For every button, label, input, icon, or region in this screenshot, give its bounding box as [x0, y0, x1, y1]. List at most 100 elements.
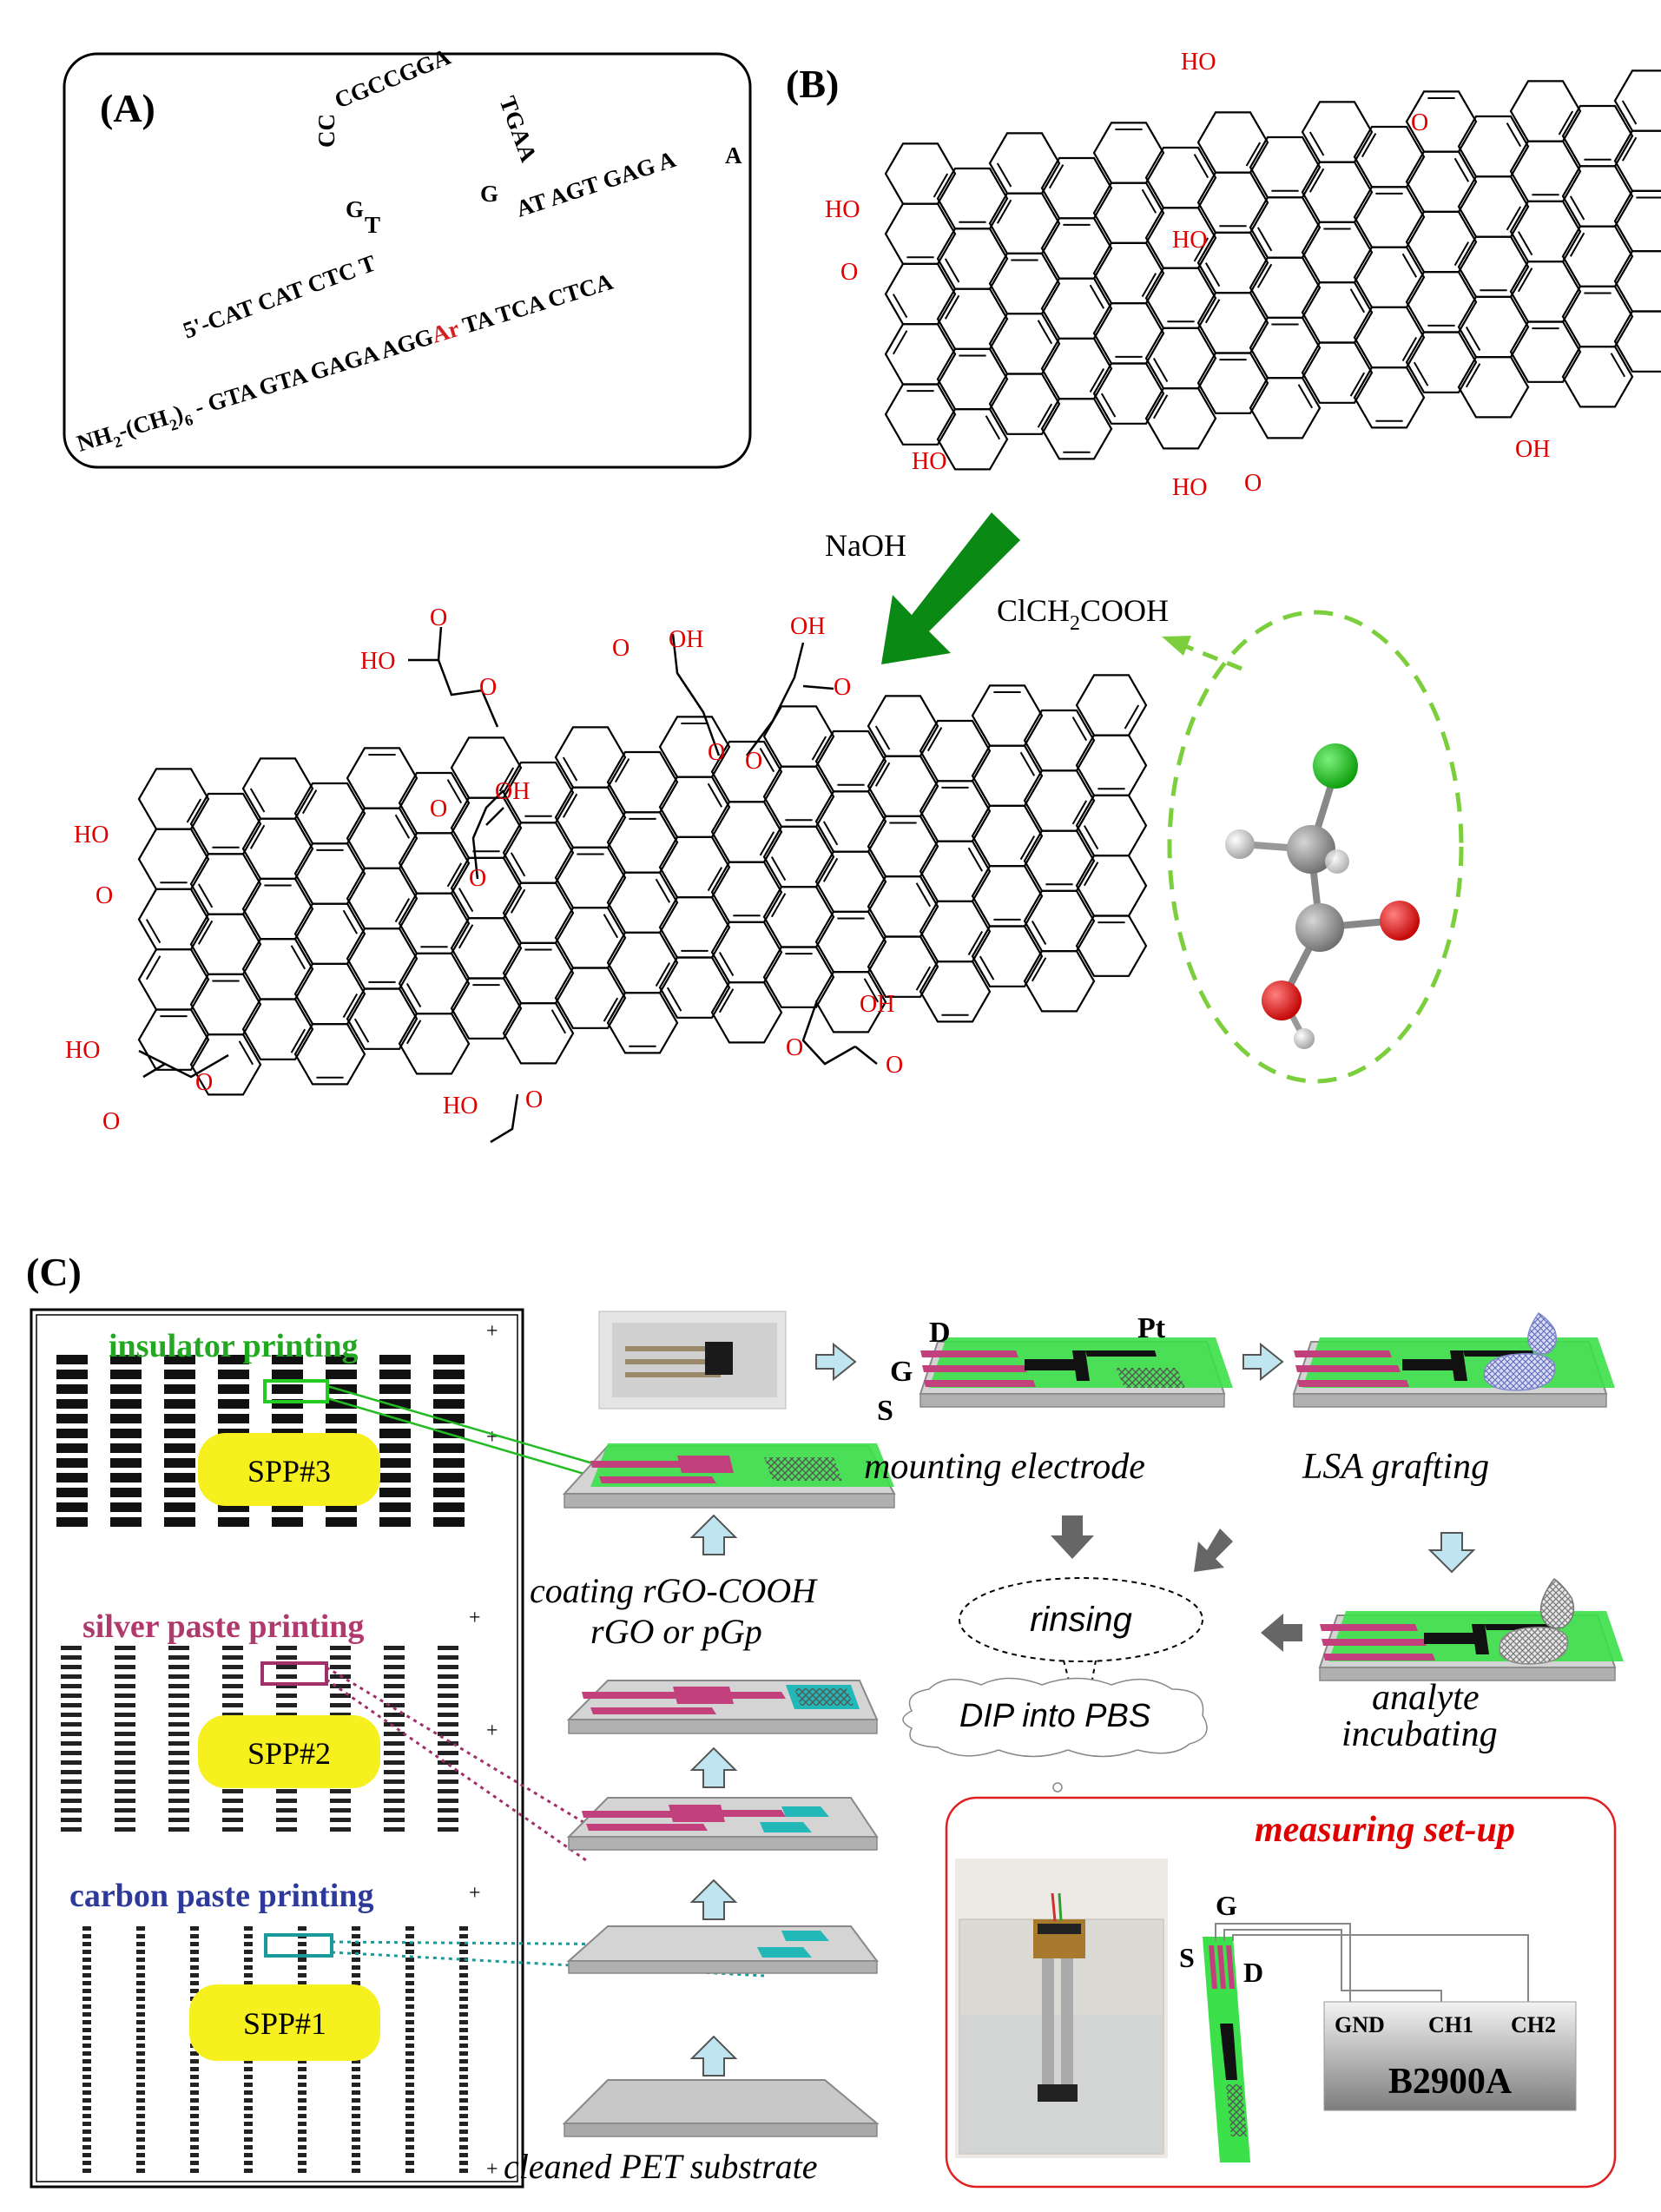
silver-cell [276, 1703, 297, 1707]
insulator-cell [218, 1370, 249, 1379]
carbon-cell [459, 2083, 468, 2087]
silver-cell [384, 1760, 405, 1765]
hex-ring [502, 941, 575, 1005]
carbon-cell [82, 2114, 91, 2118]
carbon-cell [244, 1965, 253, 1970]
carbon-cell [136, 2169, 145, 2173]
carbon-cell [82, 2020, 91, 2024]
carbon-cell [136, 1950, 145, 1954]
carbon-cell [190, 1934, 199, 1938]
silver-cell [168, 1827, 189, 1832]
hex-ring [988, 313, 1061, 375]
hex-ring [971, 744, 1044, 808]
hex-ring [1249, 256, 1322, 319]
analyte-electrode: analyte incubating [1318, 1577, 1624, 1754]
hex-ring [1353, 366, 1426, 429]
silver-cell [61, 1818, 82, 1822]
hex-ring [1196, 171, 1269, 234]
carbon-cell [136, 2036, 145, 2040]
analyte-label-2: incubating [1341, 1714, 1498, 1754]
hex-ring [1092, 122, 1165, 184]
hex-ring [1457, 295, 1530, 359]
carbon-cell [136, 2153, 145, 2157]
silver-cell [384, 1665, 405, 1669]
double-bond [1204, 299, 1221, 324]
silver-cell [222, 1665, 243, 1669]
hex-ring [658, 835, 731, 899]
hex-ring [293, 962, 366, 1026]
double-bond [1401, 253, 1418, 278]
hex-ring [502, 881, 575, 944]
carbon-cell [136, 2129, 145, 2134]
carbon-cell [405, 1973, 414, 1978]
carboxylated-sheet-panel: HO O O O OH OH O O O O OH O HO O HO O O … [65, 604, 1148, 1144]
hex-ring [919, 840, 992, 902]
insulator-cell [218, 1355, 249, 1364]
spp1-label: SPP#1 [243, 2006, 326, 2041]
cm-ho-left: HO [74, 822, 109, 848]
carbon-cell [190, 2169, 199, 2173]
hex-ring [1040, 337, 1113, 400]
carbon-cell [459, 2090, 468, 2095]
insulator-cell [164, 1458, 195, 1468]
carbon-cell [405, 1989, 414, 1993]
cm-o-bl: O [102, 1108, 120, 1135]
hex-ring [293, 902, 366, 965]
carbon-cell [136, 2044, 145, 2048]
insulator-cell [164, 1443, 195, 1453]
right-arrow-1 [815, 1342, 857, 1382]
double-bond [1141, 273, 1157, 298]
silver-cell [61, 1751, 82, 1755]
double-bond [1152, 357, 1169, 383]
hex-ring [1040, 277, 1113, 340]
carbon-cell [136, 2012, 145, 2017]
panel-a-label: (A) [100, 86, 155, 130]
hex-ring [1249, 196, 1322, 259]
electrode-photo [598, 1311, 787, 1410]
registration-mark: + [486, 2158, 498, 2181]
cm-o-br: O [886, 1052, 903, 1079]
cleaned-pet-label: cleaned PET substrate [504, 2147, 817, 2186]
dna-loop-t: T [365, 212, 380, 238]
silver-cell [222, 1694, 243, 1698]
silver-cell [61, 1694, 82, 1698]
insulator-cell [56, 1384, 88, 1394]
mounting-label: mounting electrode [864, 1447, 1145, 1487]
carbon-cell [298, 2153, 306, 2157]
silver-cell [276, 1818, 297, 1822]
carbon-cell [405, 1958, 414, 1962]
go-ho-top: HO [1181, 49, 1216, 76]
carbon-cell [459, 1989, 468, 1993]
silver-cell [115, 1684, 135, 1688]
silver-cell [330, 1827, 351, 1832]
hex-ring [1075, 794, 1148, 857]
hex-ring [606, 811, 679, 874]
carbon-cell [82, 2090, 91, 2095]
insulator-cell [326, 1502, 357, 1512]
carbon-cell [244, 2145, 253, 2149]
carbon-cell [136, 2083, 145, 2087]
carbon-cell [459, 2036, 468, 2040]
hex-ring [1075, 734, 1148, 797]
carbon-cell [298, 2161, 306, 2165]
carbon-cell [190, 1973, 199, 1978]
silver-cell [438, 1760, 458, 1765]
hex-ring [762, 946, 835, 1008]
hex-ring [936, 287, 1009, 350]
insulator-cell [110, 1517, 142, 1527]
silver-cell [61, 1713, 82, 1717]
double-bond [1621, 136, 1638, 162]
carbon-cell [82, 2044, 91, 2048]
double-bond [1401, 336, 1418, 362]
double-bond [996, 162, 1012, 188]
pin-pt-label: Pt [1137, 1312, 1166, 1344]
insulator-cell [379, 1502, 411, 1512]
hex-ring [710, 921, 783, 984]
silver-cell [115, 1760, 135, 1765]
carbon-cell [136, 2098, 145, 2103]
double-bond [967, 930, 984, 956]
carbon-cell [82, 1973, 91, 1978]
carbon-cell [244, 2106, 253, 2110]
insulator-cell [56, 1370, 88, 1379]
registration-mark: + [469, 1607, 481, 1629]
